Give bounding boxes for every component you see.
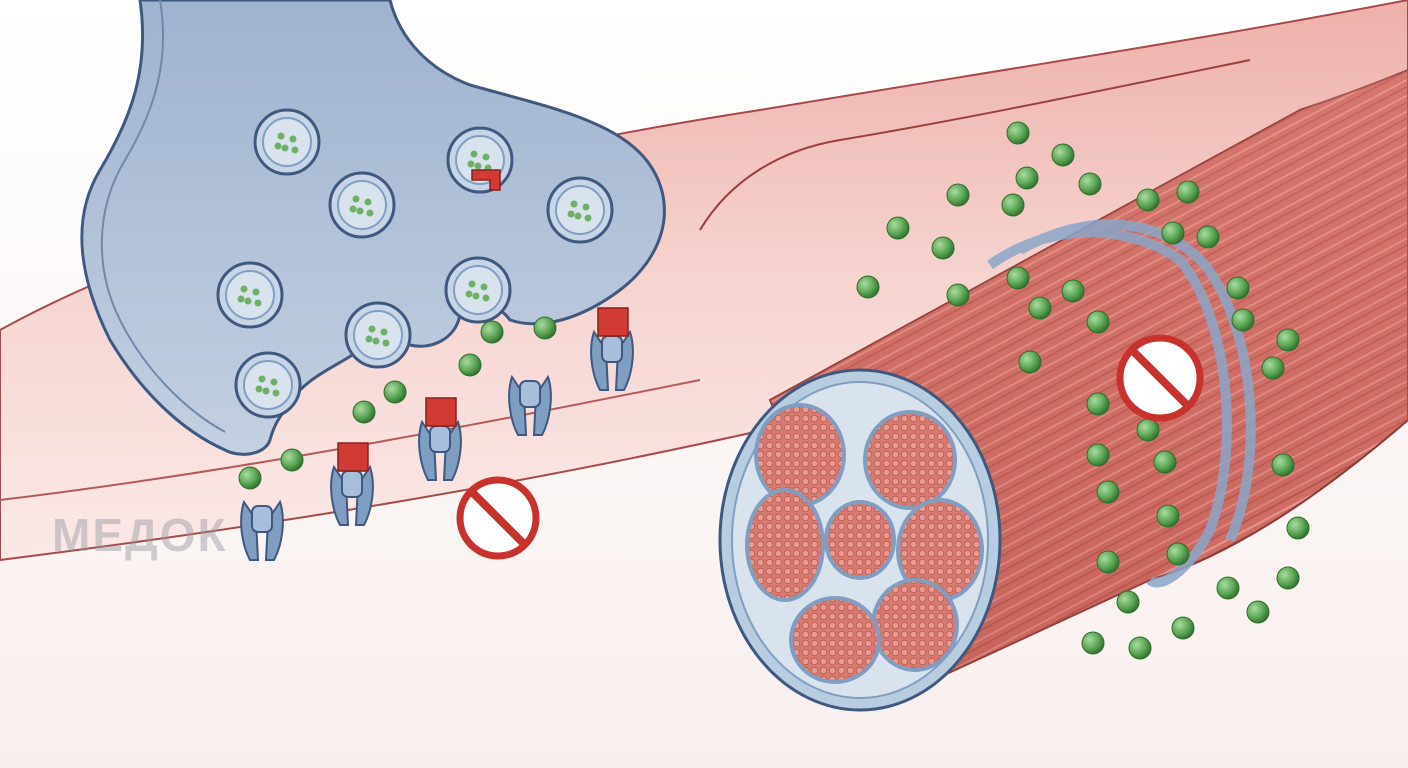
acetylcholine-sphere <box>1261 356 1285 380</box>
vesicle <box>253 108 321 176</box>
acetylcholine-receptors <box>240 307 634 561</box>
acetylcholine-sphere <box>1136 188 1160 212</box>
acetylcholine-sphere <box>458 353 482 377</box>
acetylcholine-sphere <box>1161 221 1185 245</box>
acetylcholine-sphere <box>1276 566 1300 590</box>
no-entry-icon <box>456 476 540 560</box>
acetylcholine-sphere <box>352 400 376 424</box>
acetylcholine-sphere <box>1028 296 1052 320</box>
red-block <box>597 307 629 337</box>
acetylcholine-sphere <box>946 283 970 307</box>
acetylcholine-sphere <box>1231 308 1255 332</box>
acetylcholine-sphere <box>383 380 407 404</box>
acetylcholine-sphere <box>1086 392 1110 416</box>
vesicle <box>328 171 396 239</box>
no-entry-icon <box>1116 334 1204 422</box>
acetylcholine-sphere <box>533 316 557 340</box>
fascicle <box>863 410 957 510</box>
acetylcholine-sphere <box>1216 576 1240 600</box>
acetylcholine-sphere <box>1081 631 1105 655</box>
acetylcholine-sphere <box>1176 180 1200 204</box>
acetylcholine-sphere <box>1051 143 1075 167</box>
fascicle <box>824 500 896 580</box>
acetylcholine-sphere <box>1276 328 1300 352</box>
red-block <box>471 169 501 191</box>
red-block <box>425 397 457 427</box>
membrane-fold <box>699 59 1251 231</box>
acetylcholine-sphere <box>1096 550 1120 574</box>
acetylcholine-sphere <box>280 448 304 472</box>
acetylcholine-sphere <box>238 466 262 490</box>
acetylcholine-sphere <box>1006 121 1030 145</box>
fascicle <box>754 403 846 507</box>
acetylcholine-sphere <box>1061 279 1085 303</box>
acetylcholine-sphere <box>1226 276 1250 300</box>
acetylcholine-sphere <box>931 236 955 260</box>
vesicle <box>216 261 284 329</box>
acetylcholine-sphere <box>1246 600 1270 624</box>
acetylcholine-sphere <box>886 216 910 240</box>
vesicle <box>446 126 514 194</box>
acetylcholine-sphere <box>946 183 970 207</box>
acetylcholine-sphere <box>1166 542 1190 566</box>
acetylcholine-sphere <box>1156 504 1180 528</box>
fascicles <box>745 403 984 684</box>
acetylcholine-sphere <box>1001 193 1025 217</box>
fascicle <box>789 596 881 684</box>
vesicle <box>546 176 614 244</box>
receptor <box>590 307 634 391</box>
vesicle <box>344 301 412 369</box>
acetylcholine-sphere <box>1116 590 1140 614</box>
acetylcholine-sphere <box>856 275 880 299</box>
sarcolemma-ring <box>987 219 1256 588</box>
acetylcholine-molecules <box>238 121 1310 660</box>
fascicle <box>745 488 825 602</box>
acetylcholine-sphere <box>1006 266 1030 290</box>
acetylcholine-sphere <box>1286 516 1310 540</box>
synaptic-vesicles <box>216 108 614 419</box>
acetylcholine-sphere <box>1271 453 1295 477</box>
acetylcholine-sphere <box>1196 225 1220 249</box>
vesicle <box>444 256 512 324</box>
watermark-logo: МЕДОК <box>52 509 228 561</box>
acetylcholine-sphere <box>1018 350 1042 374</box>
acetylcholine-sphere <box>1153 450 1177 474</box>
receptor <box>508 374 552 436</box>
acetylcholine-sphere <box>1086 443 1110 467</box>
acetylcholine-sphere <box>1096 480 1120 504</box>
receptor <box>330 442 374 526</box>
acetylcholine-sphere <box>1078 172 1102 196</box>
red-block <box>337 442 369 472</box>
acetylcholine-sphere <box>1128 636 1152 660</box>
vesicle <box>234 351 302 419</box>
muscle-fiber <box>718 68 1408 712</box>
receptor <box>240 499 284 561</box>
fascicle <box>871 578 959 672</box>
receptor <box>418 397 462 481</box>
acetylcholine-sphere <box>1171 616 1195 640</box>
acetylcholine-sphere <box>1136 418 1160 442</box>
acetylcholine-sphere <box>480 320 504 344</box>
acetylcholine-sphere <box>1086 310 1110 334</box>
acetylcholine-sphere <box>1015 166 1039 190</box>
